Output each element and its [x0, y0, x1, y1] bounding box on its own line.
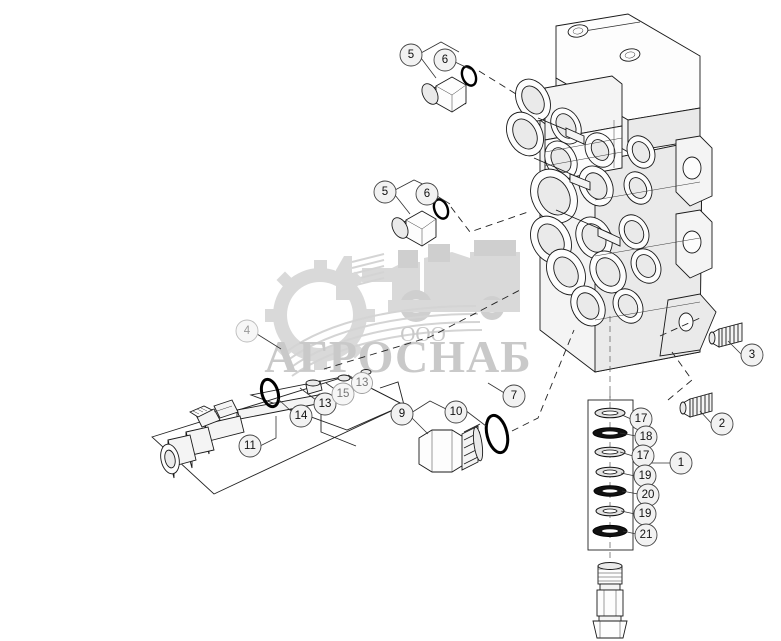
spool-rods	[533, 117, 621, 247]
backup-ring-f	[595, 505, 625, 517]
callout-10-label: 10	[450, 406, 463, 418]
callout-17-a[interactable]: 17	[629, 407, 653, 431]
callout-2[interactable]: 2	[710, 412, 734, 436]
detail-part-d	[337, 374, 351, 382]
seal-stack	[592, 407, 628, 538]
callout-19-b[interactable]: 19	[633, 502, 657, 526]
assembly-dashed-leaders	[323, 70, 701, 432]
callout-7[interactable]: 7	[502, 384, 526, 408]
callout-2-label: 2	[719, 418, 725, 430]
callout-6-upper-label: 6	[442, 54, 448, 66]
callout-11-label: 11	[244, 440, 256, 452]
detail-part-c	[305, 379, 323, 395]
callout-10[interactable]: 10	[444, 400, 468, 424]
callout-19-a-label: 19	[639, 470, 652, 482]
cartridge-valve-spool	[592, 562, 628, 639]
valve-ports-upper	[506, 78, 582, 180]
solenoid-detail-box	[151, 369, 406, 495]
callout-19-a[interactable]: 19	[633, 464, 657, 488]
valve-ports-mid	[530, 132, 656, 224]
field-rows-icon	[285, 305, 483, 377]
callout-18-label: 18	[640, 431, 653, 443]
callout-1-label: 1	[678, 457, 684, 469]
callout-5-middle-label: 5	[382, 186, 388, 198]
oring-g	[592, 524, 628, 538]
cap-screw-upper	[708, 322, 743, 348]
oring-e	[593, 485, 627, 497]
watermark-company-name: АГРОСНАБ	[264, 331, 531, 382]
callout-6-upper[interactable]: 6	[433, 48, 457, 72]
callout-6-middle-label: 6	[424, 188, 430, 200]
callout-3[interactable]: 3	[740, 343, 764, 367]
callout-13-label: 13	[319, 398, 332, 410]
watermark-company-form: ООО	[400, 322, 446, 346]
callout-18[interactable]: 18	[634, 425, 658, 449]
detail-oring	[259, 377, 281, 409]
callout-leader-lines	[256, 41, 743, 535]
callout-20-label: 20	[642, 489, 655, 501]
valve-block-main	[506, 13, 717, 373]
callout-20[interactable]: 20	[636, 483, 660, 507]
backup-ring-c	[594, 446, 626, 458]
cap-screw-lower	[679, 392, 713, 418]
fitting-upper	[421, 76, 467, 113]
callout-13-far-label: 13	[356, 377, 369, 389]
oring-middle	[432, 198, 450, 220]
gear-icon	[265, 260, 375, 370]
callout-17-b-label: 17	[637, 450, 650, 462]
backup-ring-d	[595, 466, 625, 478]
oring-plug	[484, 413, 510, 455]
callout-5-upper[interactable]: 5	[399, 43, 423, 67]
callout-11[interactable]: 11	[238, 434, 262, 458]
callout-5-upper-label: 5	[408, 49, 414, 61]
callout-17-a-label: 17	[635, 413, 648, 425]
callout-14-label: 14	[295, 410, 308, 422]
callout-9[interactable]: 9	[390, 402, 414, 426]
callout-7-label: 7	[511, 390, 517, 402]
hex-plug	[418, 423, 484, 473]
callout-19-b-label: 19	[639, 508, 652, 520]
callout-15[interactable]: 15	[331, 382, 355, 406]
oring-b	[592, 427, 628, 439]
callout-21[interactable]: 21	[634, 523, 658, 547]
callout-15-label: 15	[337, 388, 350, 400]
callout-9-label: 9	[399, 408, 405, 420]
callout-14[interactable]: 14	[289, 404, 313, 428]
callout-17-b[interactable]: 17	[631, 444, 655, 468]
backup-ring-a	[594, 407, 626, 419]
callout-1[interactable]: 1	[669, 451, 693, 475]
solenoid-valve-body	[160, 393, 324, 479]
callout-6-middle[interactable]: 6	[415, 182, 439, 206]
seal-kit-box	[587, 392, 634, 639]
callout-13[interactable]: 13	[313, 392, 337, 416]
callout-21-label: 21	[640, 529, 653, 541]
callout-5-middle[interactable]: 5	[373, 180, 397, 204]
callout-4-label: 4	[244, 325, 251, 337]
callout-bubbles: 1 2 3 4 5 6 5	[235, 43, 764, 547]
callout-13-far[interactable]: 13	[351, 372, 373, 394]
valve-ports-lower	[530, 214, 662, 327]
fitting-middle	[391, 210, 437, 247]
callout-3-label: 3	[749, 349, 755, 361]
callout-4[interactable]: 4	[235, 319, 259, 343]
